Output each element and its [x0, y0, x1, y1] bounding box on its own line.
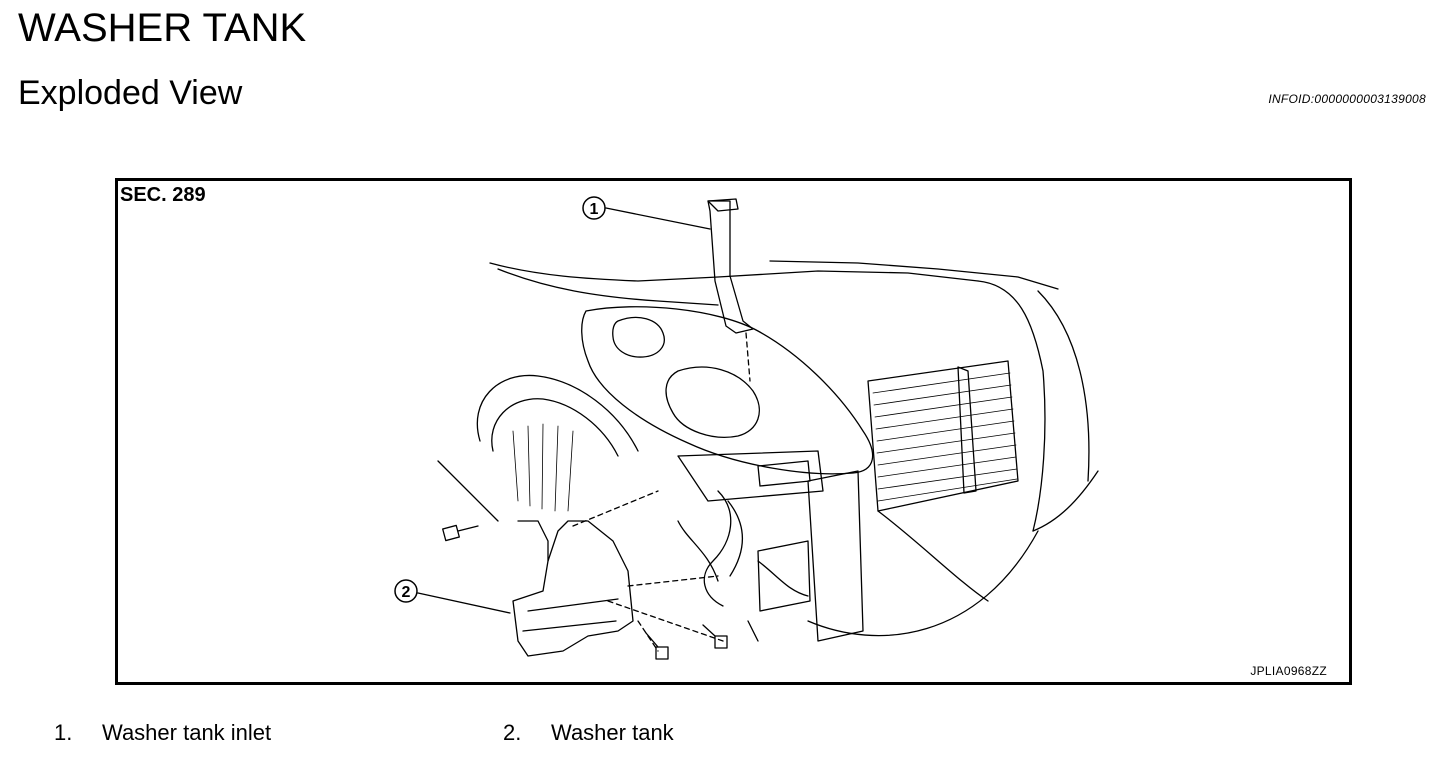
washer-tank-top	[517, 520, 549, 562]
callout-2-label: 2	[402, 584, 411, 601]
hose-1	[757, 560, 809, 597]
assembly-line-2	[627, 575, 719, 587]
bumper-lower	[437, 460, 499, 522]
core-support	[807, 470, 864, 642]
washer-inlet-cap	[707, 198, 739, 212]
callout-1-leader	[605, 207, 711, 230]
body-line-right	[1037, 290, 1090, 482]
harness-2	[727, 500, 744, 577]
bumper-skirt	[807, 530, 1039, 637]
page-title: WASHER TANK	[18, 6, 307, 50]
bolt-bottom-3	[747, 620, 759, 642]
cowl-outline-2	[497, 268, 719, 306]
callout-1	[582, 196, 606, 220]
tire-tread	[512, 423, 574, 512]
legend-number: 2.	[503, 720, 522, 745]
body-line-right-2	[877, 510, 989, 602]
harness-1	[703, 490, 732, 607]
lamp-bracket	[677, 450, 824, 502]
section-label: SEC. 289	[120, 184, 206, 206]
assembly-line-1	[572, 490, 659, 527]
callout-2-leader	[417, 592, 511, 614]
radiator-fins	[872, 372, 1018, 502]
hood-outline	[581, 306, 874, 475]
lamp-bracket-2	[757, 460, 811, 487]
hose-2	[677, 520, 719, 582]
headlamp-inner	[612, 316, 665, 358]
headlamp-outline	[665, 366, 760, 438]
legend: 1. Washer tank inlet 2. Washer tank	[0, 720, 1456, 750]
callout-1-label: 1	[590, 201, 599, 218]
callout-2	[394, 579, 418, 603]
washer-tank-detail-2	[522, 620, 617, 632]
legend-label: Washer tank	[551, 720, 674, 745]
radiator-strap	[957, 366, 977, 494]
info-id: INFOID:0000000003139008	[1268, 92, 1426, 106]
bumper-right	[1032, 470, 1099, 532]
bolt-bottom-2	[702, 624, 728, 649]
section-subtitle: Exploded View	[18, 74, 243, 112]
wheel-arch-inner	[491, 398, 619, 457]
exploded-view-drawing: 1 2	[394, 196, 1099, 660]
bolt-left	[442, 524, 479, 542]
washer-inlet	[707, 200, 754, 334]
fender-top	[977, 280, 1046, 532]
figure-id: JPLIA0968ZZ	[1250, 664, 1327, 678]
wheel-arch	[476, 374, 639, 452]
inlet-leader-dashed	[745, 332, 751, 382]
core-support-2	[757, 540, 811, 612]
washer-tank-body	[512, 520, 634, 657]
cowl-outline	[489, 262, 979, 282]
legend-number: 1.	[54, 720, 73, 745]
washer-tank-detail	[527, 598, 619, 612]
bolt-bottom-1	[645, 632, 669, 660]
wiper-line	[769, 260, 1059, 290]
assembly-line-3	[607, 600, 724, 642]
legend-label: Washer tank inlet	[102, 720, 272, 745]
exploded-view-figure: SEC. 289	[115, 178, 1352, 685]
